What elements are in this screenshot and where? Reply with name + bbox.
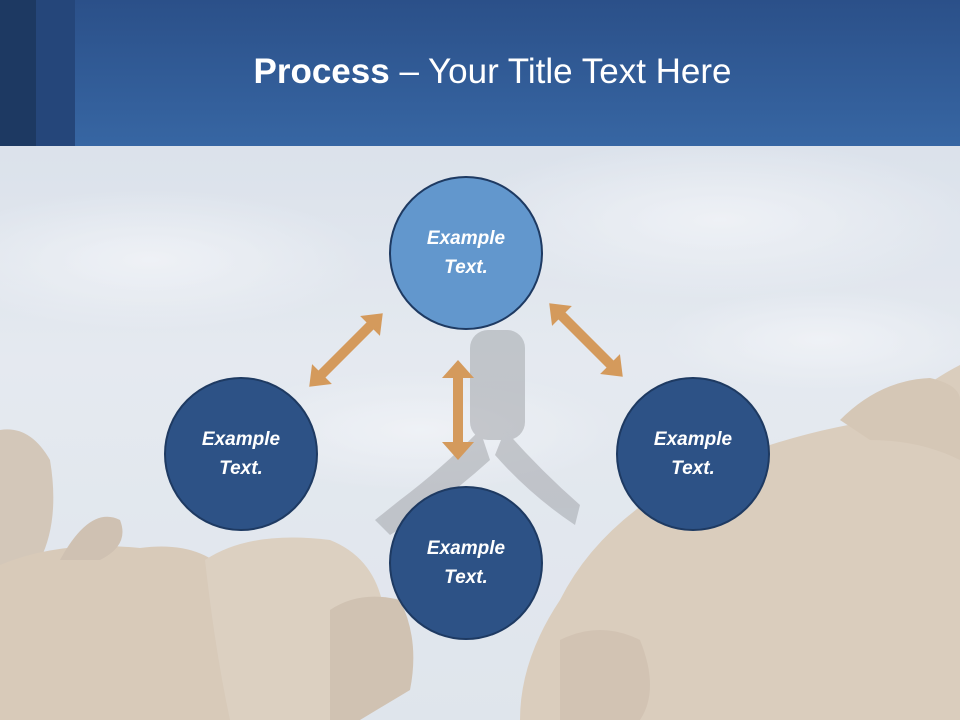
arrow-left-to-top bbox=[309, 313, 383, 387]
node-label: Example Text. bbox=[426, 228, 506, 278]
node-label: Example Text. bbox=[653, 429, 733, 479]
title-rest: – Your Title Text Here bbox=[389, 52, 732, 91]
node-label: Example Text. bbox=[426, 538, 506, 588]
header-bar bbox=[0, 0, 960, 146]
process-node-left: Example Text. bbox=[164, 377, 318, 531]
header-accent-strip bbox=[0, 0, 36, 146]
node-label: Example Text. bbox=[201, 429, 281, 479]
arrow-top-to-right bbox=[549, 303, 623, 377]
header-accent-strip bbox=[36, 0, 75, 146]
process-node-right: Example Text. bbox=[616, 377, 770, 531]
title-bold: Process bbox=[253, 52, 390, 91]
process-node-bottom: Example Text. bbox=[389, 486, 543, 640]
arrow-top-to-bottom bbox=[442, 360, 474, 460]
process-node-top: Example Text. bbox=[389, 176, 543, 330]
slide-title: Process – Your Title Text Here bbox=[0, 52, 960, 92]
